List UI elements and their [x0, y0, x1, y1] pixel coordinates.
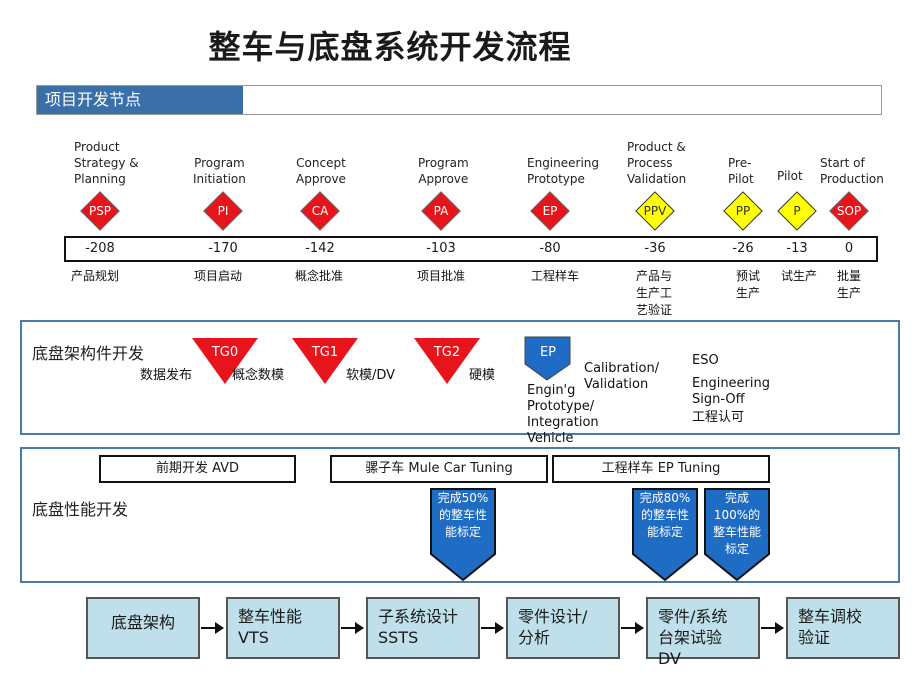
callout-50-text: 完成50%的整车性能标定	[437, 491, 489, 539]
gate-note-concept-model: 概念数模	[232, 368, 285, 383]
milestone-cn-ppv: 产品与生产工艺验证	[635, 269, 672, 317]
ep-pentagon-label: EP	[539, 345, 557, 360]
gate-note-data-release: 数据发布	[140, 368, 193, 383]
flow-step-bench-test: 零件/系统台架试验 DV	[646, 597, 760, 668]
phase-bar-avd: 前期开发 AVD	[99, 455, 296, 483]
milestone-code-p: P	[793, 204, 801, 218]
ep-note: Engin'g Prototype/ Integration Vehicle	[527, 383, 599, 446]
milestone-cn-pp: 预试生产	[735, 269, 760, 300]
callout-50-shape	[430, 488, 496, 582]
milestone-num-ppv: -36	[644, 241, 666, 256]
milestone-cn-psp: 产品规划	[70, 269, 119, 283]
eso-cn: 工程认可	[692, 410, 745, 425]
chassis-arch-title: 底盘架构件开发	[32, 344, 145, 363]
gate-note-hard-tool: 硬模	[469, 368, 496, 383]
section-label: 项目开发节点	[37, 86, 243, 114]
callout-100-shape	[704, 488, 770, 582]
milestone-num-pa: -103	[426, 241, 456, 256]
milestone-cn-ca: 概念批准	[294, 269, 343, 283]
flow-step-6-line2: 验证	[798, 628, 831, 647]
flow-step-2-line2: VTS	[238, 628, 269, 647]
callout-80-shape	[632, 488, 698, 582]
milestone-code-sop: SOP	[836, 204, 862, 218]
gate-label-tg1: TG1	[311, 345, 339, 360]
flow-step-2-line1: 整车性能	[238, 607, 303, 626]
phase-bar-mule-car: 骡子车 Mule Car Tuning	[330, 455, 548, 483]
gate-triangle-tg2	[414, 338, 480, 384]
chassis-perf-title: 底盘性能开发	[32, 500, 129, 519]
milestone-cn-ep: 工程样车	[530, 269, 579, 283]
milestone-cn-pa: 项目批准	[416, 269, 465, 283]
flow-step-chassis-arch: 底盘架构	[86, 597, 200, 659]
callout-100-text: 完成100%的整车性能标定	[712, 491, 761, 556]
milestone-code-ca: CA	[311, 204, 329, 218]
flow-step-4-line2: 分析	[518, 628, 551, 647]
calibration-note: Calibration/ Validation	[584, 361, 660, 392]
milestone-num-psp: -208	[85, 241, 115, 256]
milestone-code-ep: EP	[542, 204, 558, 218]
gate-note-soft-tool: 软模/DV	[346, 368, 396, 383]
milestone-cn-pi: 项目启动	[193, 269, 242, 283]
milestone-num-p: -13	[786, 241, 808, 256]
flow-arrow-3	[481, 622, 504, 634]
milestone-code-ppv: PPV	[643, 204, 667, 218]
flow-step-5-line1: 零件/系统	[658, 607, 728, 626]
flow-arrow-2	[341, 622, 364, 634]
page-title: 整车与底盘系统开发流程	[208, 28, 572, 66]
flow-step-part-design: 零件设计/分析	[506, 597, 620, 659]
milestone-label-p: Pilot	[777, 169, 803, 183]
milestone-code-psp: PSP	[88, 204, 112, 218]
flow-arrow-4	[621, 622, 644, 634]
flow-step-5-line2: 台架试验 DV	[658, 628, 723, 668]
milestone-num-sop: 0	[844, 241, 854, 256]
gate-triangle-tg1	[292, 338, 358, 384]
milestone-label-pp: Pre-Pilot	[728, 156, 754, 186]
milestone-cn-sop: 批量生产	[836, 269, 861, 300]
gate-label-tg2: TG2	[433, 345, 461, 360]
flow-step-ssts: 子系统设计 SSTS	[366, 597, 480, 659]
flow-step-1-label: 底盘架构	[110, 613, 175, 632]
callout-80-text: 完成80%的整车性能标定	[639, 491, 691, 539]
flow-step-6-line1: 整车调校	[798, 607, 863, 626]
flow-arrow-5	[761, 622, 784, 634]
eso-description: Engineering Sign-Off	[692, 376, 770, 407]
eso-label: ESO	[692, 353, 719, 368]
milestone-cn-p: 试生产	[780, 269, 817, 283]
gate-triangle-tg0	[192, 338, 258, 384]
section-header: 项目开发节点	[36, 85, 882, 115]
flow-step-3-line1: 子系统设计	[378, 607, 459, 626]
flow-step-vehicle-tuning: 整车调校验证	[786, 597, 900, 659]
flow-arrow-1	[201, 622, 224, 634]
flow-step-vts: 整车性能 VTS	[226, 597, 340, 659]
milestone-code-pa: PA	[433, 204, 449, 218]
phase-bar-ep-tuning: 工程样车 EP Tuning	[552, 455, 770, 483]
milestone-num-ca: -142	[305, 241, 335, 256]
milestone-code-pp: PP	[735, 204, 751, 218]
timeline-number-box	[64, 236, 878, 262]
milestone-num-pi: -170	[208, 241, 238, 256]
ep-pentagon-icon	[524, 336, 571, 381]
milestone-code-pi: PI	[217, 204, 229, 218]
gate-label-tg0: TG0	[211, 345, 239, 360]
milestone-num-ep: -80	[539, 241, 561, 256]
flow-step-3-line2: SSTS	[378, 628, 419, 647]
flow-step-4-line1: 零件设计/	[518, 607, 588, 626]
milestone-num-pp: -26	[732, 241, 754, 256]
